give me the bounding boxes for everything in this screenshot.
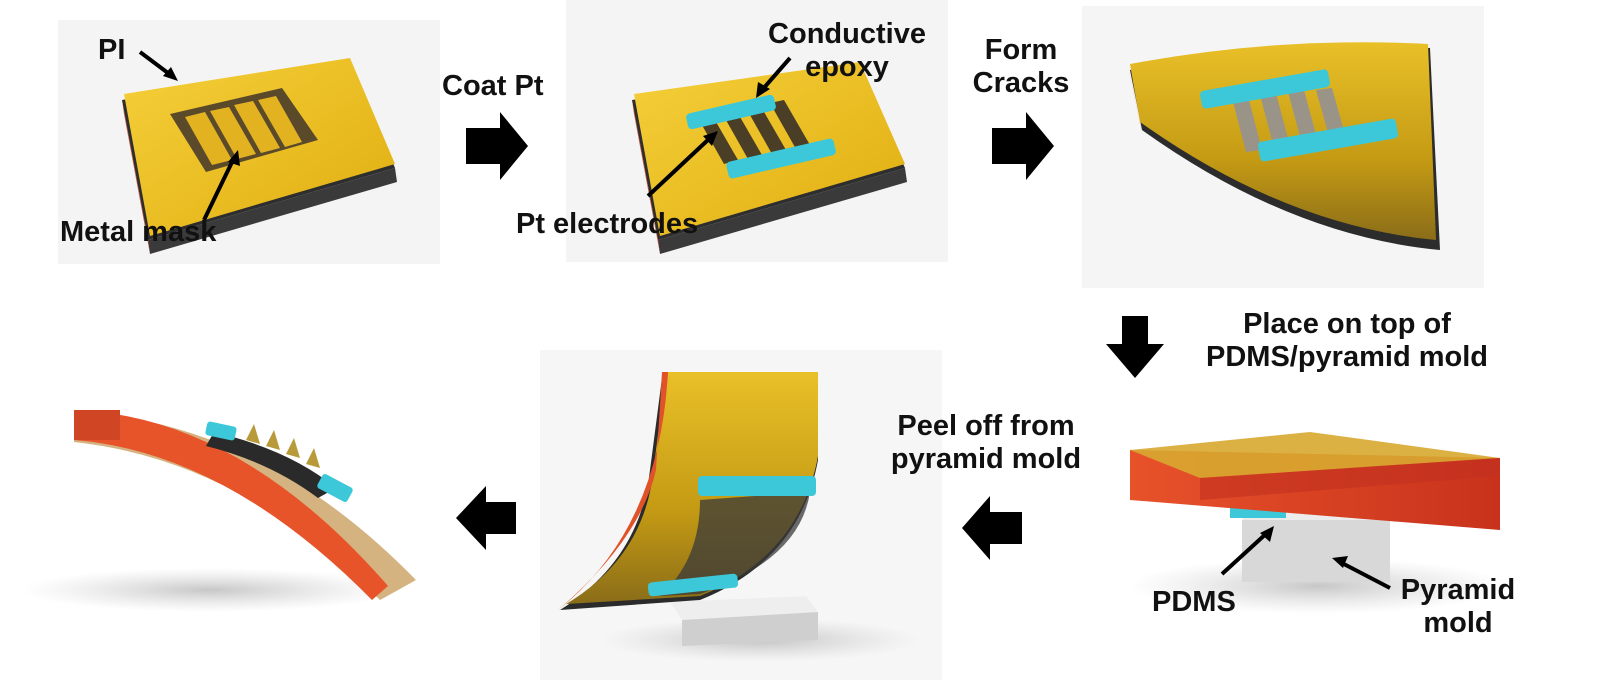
final-electrode-stack	[206, 432, 336, 498]
pi-slab-top	[1130, 432, 1500, 478]
mask-pointer-arrow	[202, 157, 236, 221]
epoxy-pointer-arrow	[760, 56, 792, 92]
label-pyramid-mold-line1: Pyramid	[1400, 574, 1516, 606]
epoxy-pad-bottom	[726, 138, 836, 179]
step-arrow-place	[1106, 316, 1164, 378]
final-shadow	[20, 568, 400, 612]
label-place-line1: Place on top of	[1243, 308, 1451, 340]
label-peel-off: Peel off from pyramid mold	[880, 410, 1092, 476]
epoxy-pad-bottom	[1257, 118, 1399, 162]
panel-2-pt-electrodes	[566, 0, 948, 262]
step-arrow-peel	[962, 496, 1022, 560]
pi-edge	[632, 100, 660, 254]
panel-1-mask-on-pi	[58, 20, 440, 264]
label-pdms: PDMS	[1152, 586, 1236, 618]
label-conductive-epoxy-line2: epoxy	[805, 51, 889, 83]
substrate-side	[658, 168, 907, 254]
peeled-pi-edge	[558, 372, 668, 610]
panel-6-final-sensor	[20, 410, 416, 612]
epoxy-pad-top	[1200, 69, 1330, 109]
pdms-pointer-arrow	[1220, 530, 1270, 576]
pi-edge	[122, 100, 150, 254]
pt-pointer-head	[703, 131, 718, 146]
pyramid-imprints	[660, 492, 810, 596]
curved-pi-edge	[1128, 66, 1142, 134]
cracked-electrodes	[1232, 88, 1346, 152]
substrate-side	[148, 168, 397, 254]
label-pt-electrodes: Pt electrodes	[516, 208, 699, 240]
label-metal-mask: Metal mask	[60, 216, 217, 248]
panel-5-peeling	[540, 350, 942, 680]
pt-pointer-arrow	[646, 136, 712, 198]
label-pyramid-mold: Pyramid mold	[1392, 574, 1524, 640]
pt-electrode-lines	[698, 100, 810, 164]
epoxy-pointer-head	[756, 82, 770, 98]
mold-pointer-head	[1332, 556, 1348, 568]
epoxy-pad-top	[698, 476, 816, 496]
label-conductive-epoxy-line1: Conductive	[768, 18, 926, 50]
panel-3-cracked-film	[1082, 6, 1484, 288]
label-form-cracks-line1: Form	[984, 34, 1058, 66]
epoxy-pad-bottom	[647, 573, 739, 597]
label-form-cracks-line2: Cracks	[972, 67, 1070, 99]
panel-4-on-mold	[1128, 432, 1508, 614]
pyramid-mold-side	[682, 612, 818, 646]
step-arrow-final	[456, 486, 516, 550]
pyramid-mold-top	[670, 596, 818, 620]
label-pi: PI	[98, 34, 126, 66]
label-place-on-mold: Place on top of PDMS/pyramid mold	[1188, 308, 1506, 374]
pdms-pointer-head	[1260, 526, 1274, 542]
pyramid-tips	[246, 424, 320, 468]
label-peel-line1: Peel off from	[897, 410, 1075, 442]
label-peel-line2: pyramid mold	[890, 443, 1082, 475]
pi-slab-front	[1200, 458, 1500, 500]
label-place-line2: PDMS/pyramid mold	[1206, 341, 1488, 373]
epoxy-pad-right	[317, 474, 353, 502]
label-coat-pt: Coat Pt	[442, 70, 544, 102]
label-pyramid-mold-line2: mold	[1423, 607, 1493, 639]
mask-slots	[185, 96, 302, 165]
pi-pointer-head	[163, 67, 178, 81]
epoxy-pad-left	[205, 421, 237, 441]
mold-pointer-arrow	[1339, 560, 1391, 590]
final-pi-end	[74, 410, 120, 440]
step-arrow-cracks	[992, 112, 1054, 180]
pyramid-mold-block	[1242, 520, 1390, 582]
epoxy-pad-top	[686, 94, 776, 130]
step-arrow-coat	[466, 112, 528, 180]
label-form-cracks: Form Cracks	[960, 34, 1082, 100]
label-conductive-epoxy: Conductive epoxy	[762, 18, 932, 84]
mask-pointer-head	[228, 150, 240, 166]
